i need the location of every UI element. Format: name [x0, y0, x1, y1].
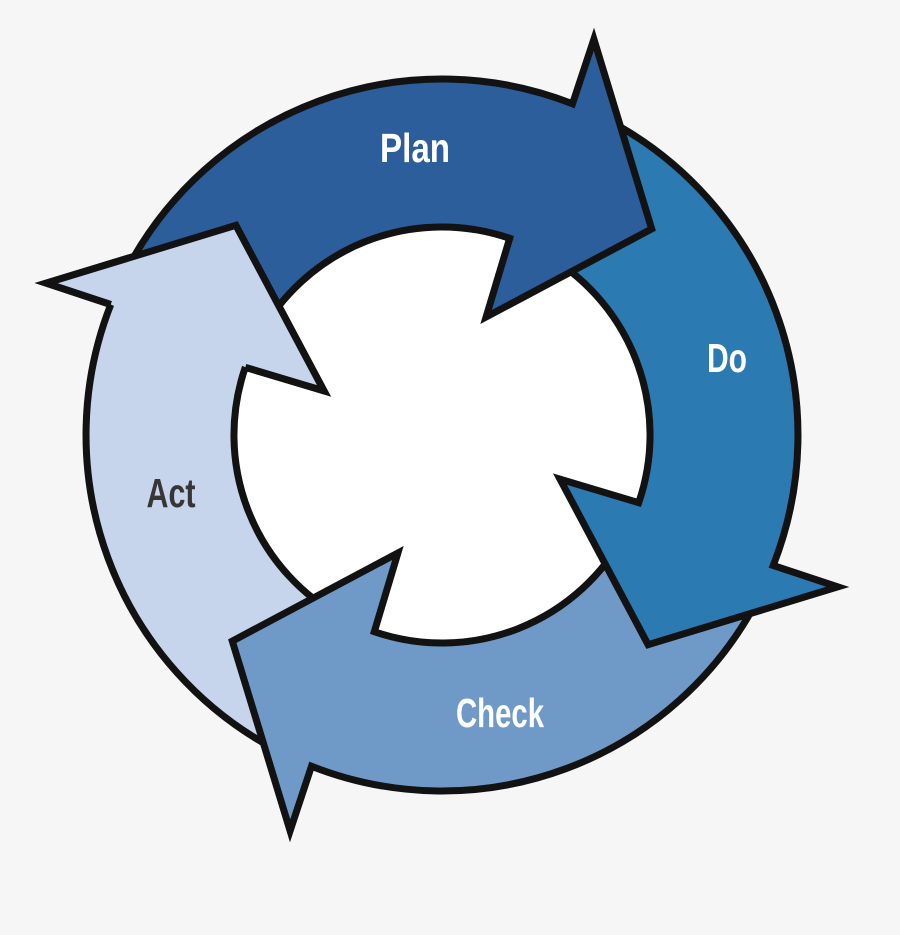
label-check: Check: [456, 690, 544, 736]
label-plan: Plan: [380, 125, 450, 171]
arrow-act-head-outline: [34, 221, 332, 397]
label-act: Act: [147, 470, 196, 516]
cycle-center-disc: [229, 222, 655, 648]
arrow-act-head-overlay: [34, 221, 332, 397]
label-do: Do: [707, 335, 747, 381]
